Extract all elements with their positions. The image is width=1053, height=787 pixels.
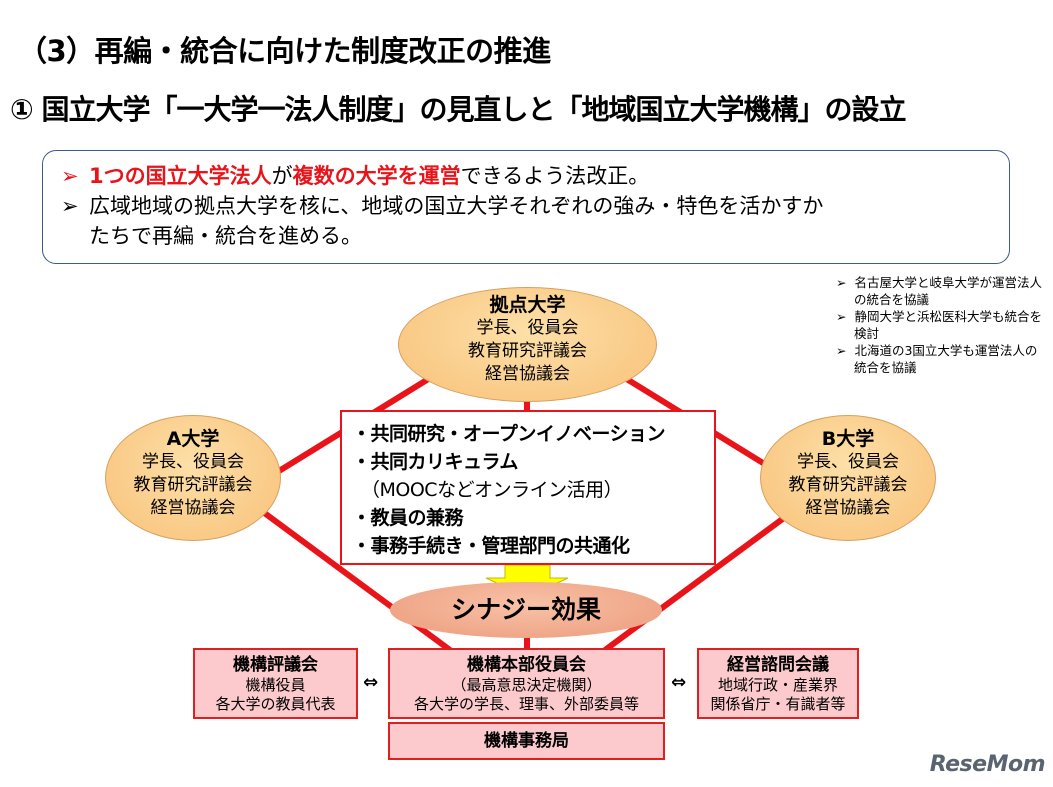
collab-item: ・共同研究・オープンイノベーション (352, 423, 665, 445)
text: 経営協議会 (150, 498, 236, 518)
highlight-text: 複数の大学を運営 (292, 164, 461, 188)
note-text: 北海道の3国立大学も運営法人の統合を協議 (854, 343, 1038, 375)
highlight-text: 1つの国立大学法人 (89, 164, 272, 188)
collab-item: ・事務手続き・管理部門の共通化 (352, 535, 630, 557)
text: （最高意思決定機関） (451, 676, 602, 694)
text: 経営協議会 (485, 364, 570, 384)
box-title: 機構評議会 (233, 655, 318, 675)
bullet-arrow-icon: ➢ (61, 164, 79, 188)
text: 各大学の学長、理事、外部委員等 (413, 695, 639, 713)
university-b: B大学 学長、役員会 教育研究評議会 経営協議会 (760, 415, 936, 541)
summary-box: ➢ 1つの国立大学法人が複数の大学を運営できるよう法改正。 ➢ 広域地域の拠点大学を… (42, 150, 1010, 264)
note-text: 名古屋大学と岐阜大学が運営法人の統合を協議 (854, 275, 1042, 307)
bidirectional-arrow-icon: ⇔ (671, 672, 687, 693)
text: できるよう法改正。 (460, 164, 650, 188)
note-text: 静岡大学と浜松医科大学も統合を検討 (854, 309, 1042, 341)
text: 各大学の教員代表 (215, 695, 336, 713)
text: が (271, 164, 293, 188)
advisory-box: 経営諮問会議 地域行政・産業界 関係省庁・有識者等 (697, 648, 859, 719)
univ-name: A大学 (166, 428, 220, 450)
text: 教育研究評議会 (133, 475, 253, 495)
hub-university: 拠点大学 学長、役員会 教育研究評議会 経営協議会 (398, 287, 657, 402)
summary-line-2: ➢ 広域地域の拠点大学を核に、地域の国立大学それぞれの強み・特色を活かすか (61, 191, 991, 221)
note-item: ➢ 北海道の3国立大学も運営法人の統合を協議 (836, 342, 1046, 376)
box-title: 機構本部役員会 (467, 655, 586, 675)
office-box: 機構事務局 (388, 722, 665, 760)
university-a: A大学 学長、役員会 教育研究評議会 経営協議会 (105, 415, 281, 541)
bullet-arrow-icon: ➢ (836, 343, 847, 358)
slide-title: （3）再編・統合に向けた制度改正の推進 (18, 34, 551, 68)
council-box: 機構評議会 機構役員 各大学の教員代表 (193, 648, 358, 719)
bullet-arrow-icon: ➢ (61, 194, 79, 218)
univ-name: B大学 (821, 428, 875, 450)
bullet-arrow-icon: ➢ (836, 275, 847, 290)
text: 広域地域の拠点大学を核に、地域の国立大学それぞれの強み・特色を活かすか (89, 194, 824, 218)
board-box: 機構本部役員会 （最高意思決定機関） 各大学の学長、理事、外部委員等 (388, 648, 665, 719)
summary-line-3: たちで再編・統合を進める。 (89, 224, 362, 248)
summary-line-1: ➢ 1つの国立大学法人が複数の大学を運営できるよう法改正。 (61, 161, 991, 191)
text: 機構役員 (245, 676, 306, 694)
note-item: ➢ 名古屋大学と岐阜大学が運営法人の統合を協議 (836, 274, 1046, 308)
news-notes: ➢ 名古屋大学と岐阜大学が運営法人の統合を協議 ➢ 静岡大学と浜松医科大学も統合… (836, 274, 1046, 376)
text: 経営協議会 (805, 498, 891, 518)
slide-subtitle: ① 国立大学「一大学一法人制度」の見直しと「地域国立大学機構」の設立 (10, 93, 906, 126)
hub-name: 拠点大学 (489, 294, 566, 316)
resemom-logo: ReseMom (929, 752, 1046, 777)
collab-item: ・教員の兼務 (352, 507, 464, 529)
synergy-ellipse: シナジー効果 (390, 582, 662, 638)
text: 教育研究評議会 (788, 475, 908, 495)
text: 教育研究評議会 (468, 341, 587, 361)
bullet-arrow-icon: ➢ (836, 309, 847, 324)
collaboration-box: ・共同研究・オープンイノベーション ・共同カリキュラム （MOOCなどオンライン… (340, 410, 716, 565)
box-title: 機構事務局 (484, 731, 569, 751)
text: 関係省庁・有識者等 (710, 695, 846, 713)
text: 学長、役員会 (476, 318, 579, 338)
collab-item: ・共同カリキュラム (352, 451, 518, 473)
text: 地域行政・産業界 (717, 676, 838, 694)
bidirectional-arrow-icon: ⇔ (363, 672, 379, 693)
text: 学長、役員会 (797, 452, 899, 472)
note-item: ➢ 静岡大学と浜松医科大学も統合を検討 (836, 308, 1046, 342)
box-title: 経営諮問会議 (727, 655, 829, 675)
text: 学長、役員会 (142, 452, 244, 472)
collab-item: （MOOCなどオンライン活用） (352, 479, 623, 501)
